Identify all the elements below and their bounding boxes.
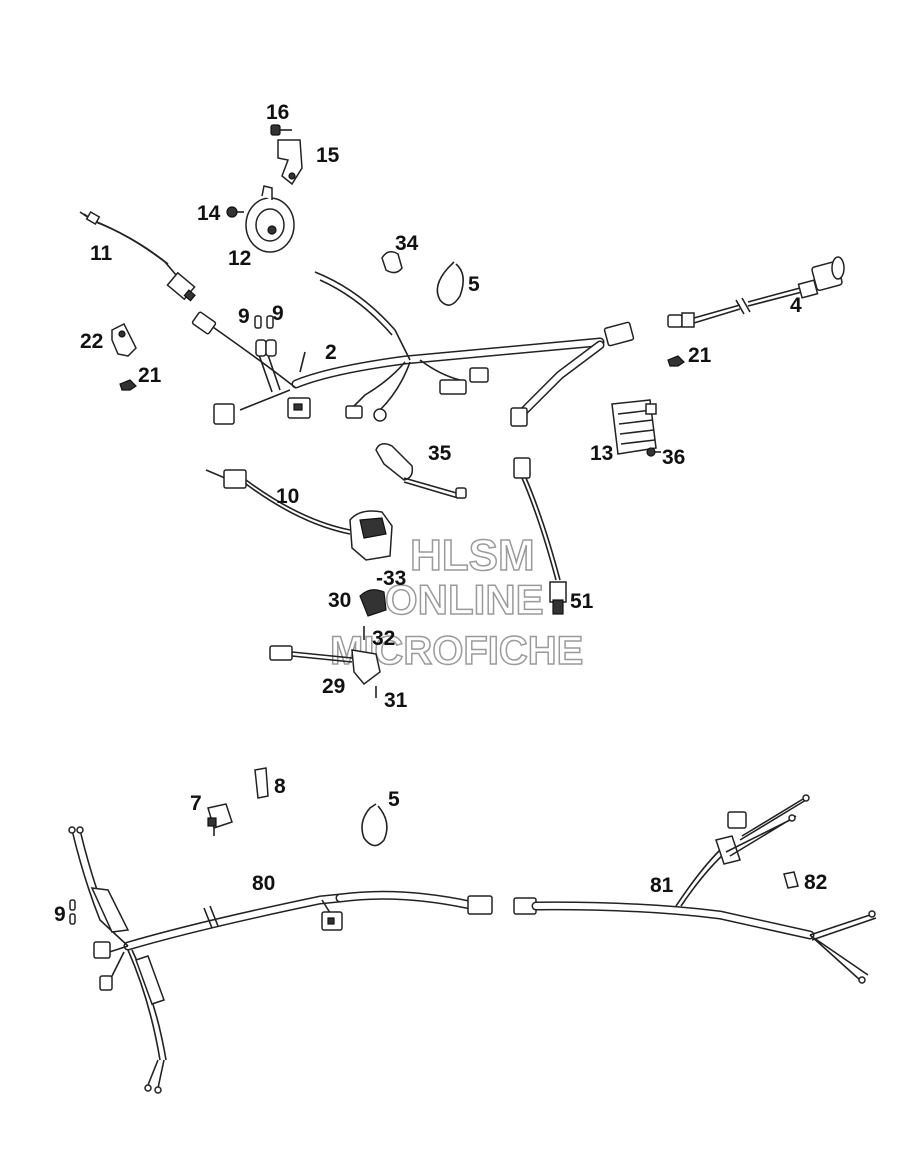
part-9-bulbs-bottom[interactable] <box>69 899 76 925</box>
label-12: 12 <box>228 247 251 270</box>
label-9-a: 9 <box>238 305 250 328</box>
part-14-nut[interactable] <box>226 206 244 218</box>
label-82: 82 <box>804 871 827 894</box>
label-8: 8 <box>274 775 286 798</box>
label-51: 51 <box>570 590 594 613</box>
part-5-cable-tie-top[interactable] <box>436 261 464 306</box>
label-34: 34 <box>395 232 419 255</box>
label-5-bottom: 5 <box>388 788 400 811</box>
part-21-clip-right[interactable] <box>667 355 685 367</box>
label-13: 13 <box>590 442 613 465</box>
watermark-line1: HLSM <box>410 531 535 580</box>
label-30: 30 <box>328 589 351 612</box>
part-11-sensor-cable[interactable] <box>79 211 196 302</box>
label-22: 22 <box>80 330 103 353</box>
label-31: 31 <box>384 689 408 712</box>
part-80-rear-harness[interactable] <box>68 826 493 1094</box>
label-36: 36 <box>662 446 685 469</box>
label-32: 32 <box>372 627 395 650</box>
label-14: 14 <box>197 202 221 225</box>
label-11: 11 <box>90 242 113 265</box>
part-81-rear-harness[interactable] <box>513 794 877 984</box>
part-4-cable[interactable] <box>667 256 845 328</box>
part-35-component[interactable] <box>375 443 467 499</box>
label-9-c: 9 <box>54 903 66 926</box>
part-15-bracket[interactable] <box>277 139 303 186</box>
part-9-bulbs-top[interactable] <box>254 315 274 329</box>
label-9-b: 9 <box>272 302 284 325</box>
label-7: 7 <box>190 792 202 815</box>
part-30-cover[interactable] <box>359 589 387 617</box>
label-5-top: 5 <box>468 273 480 296</box>
label-21-left: 21 <box>138 364 162 387</box>
label-10: 10 <box>276 485 299 508</box>
label-80: 80 <box>252 872 275 895</box>
label-16: 16 <box>266 101 289 124</box>
label-15: 15 <box>316 144 340 167</box>
label-2: 2 <box>325 341 337 364</box>
label-35: 35 <box>428 442 452 465</box>
part-34-clip[interactable] <box>381 251 403 274</box>
part-2-main-harness[interactable] <box>191 271 635 427</box>
part-labels: 16 15 14 12 11 34 5 4 22 21 9 9 2 21 13 … <box>54 101 827 926</box>
part-36-bolt[interactable] <box>646 447 661 457</box>
part-16-bolt[interactable] <box>270 124 292 136</box>
label-21-right: 21 <box>688 344 712 367</box>
part-8-bracket[interactable] <box>254 767 269 799</box>
part-82-clip[interactable] <box>783 871 799 889</box>
label-29: 29 <box>322 675 345 698</box>
part-22-bracket[interactable] <box>111 322 137 357</box>
part-21-clip-left[interactable] <box>119 379 137 391</box>
part-13-regulator[interactable] <box>611 399 657 455</box>
label-4: 4 <box>790 294 802 317</box>
part-12-horn[interactable] <box>245 185 295 253</box>
label-33: -33 <box>376 567 406 590</box>
part-29-sensor[interactable] <box>269 645 381 686</box>
part-51-sensor[interactable] <box>513 457 567 615</box>
part-10-switch[interactable] <box>205 469 393 561</box>
label-81: 81 <box>650 874 674 897</box>
part-5-cable-tie-bottom[interactable] <box>361 803 388 847</box>
part-7-relay[interactable] <box>207 803 233 836</box>
watermark-line2: ONLINE <box>385 576 544 623</box>
